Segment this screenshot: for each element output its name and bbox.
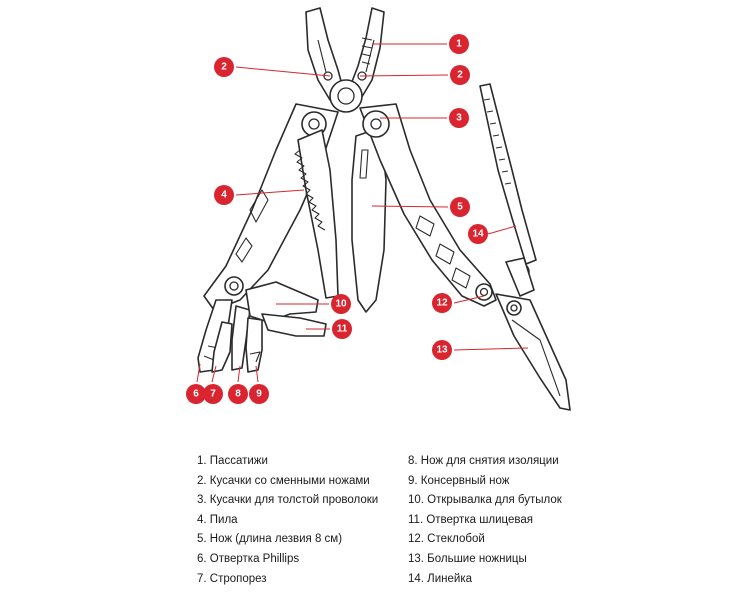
legend-item: 8. Нож для снятия изоляции xyxy=(408,455,559,467)
svg-text:11: 11 xyxy=(337,324,348,335)
legend-item: 5. Нож (длина лезвия 8 см) xyxy=(197,533,343,546)
svg-text:8: 8 xyxy=(235,389,241,400)
svg-text:13: 13 xyxy=(436,345,448,356)
callout-2b: 2 xyxy=(450,65,470,85)
callout-3: 3 xyxy=(449,108,469,128)
callout-12: 12 xyxy=(432,293,452,313)
multitool-illustration xyxy=(197,7,571,411)
legend-item: 12. Стеклобой xyxy=(408,533,485,546)
leader-lines xyxy=(196,43,529,383)
legend-column-right: 8. Нож для снятия изоляции 9. Консервный… xyxy=(408,452,562,589)
bottle-opener xyxy=(245,281,319,323)
callout-13: 13 xyxy=(432,340,452,360)
legend-item: 10. Открывалка для бутылок xyxy=(408,494,562,507)
svg-text:7: 7 xyxy=(210,389,216,400)
svg-text:5: 5 xyxy=(457,202,463,213)
callout-4: 4 xyxy=(214,185,234,205)
svg-text:10: 10 xyxy=(335,299,347,310)
strap-cutter xyxy=(211,321,233,373)
svg-text:12: 12 xyxy=(436,298,448,309)
right-handle xyxy=(359,103,497,307)
scissors-upper-arm xyxy=(505,257,535,297)
scissors xyxy=(495,293,571,411)
callout-1: 1 xyxy=(449,34,469,54)
svg-text:9: 9 xyxy=(256,389,262,400)
callout-5: 5 xyxy=(450,197,470,217)
svg-text:2: 2 xyxy=(221,62,227,73)
callout-11: 11 xyxy=(332,319,352,339)
svg-text:14: 14 xyxy=(472,229,484,240)
callout-8: 8 xyxy=(228,384,248,404)
legend-item: 2. Кусачки со сменными ножами xyxy=(197,474,370,487)
svg-text:6: 6 xyxy=(193,389,199,400)
callout-14: 14 xyxy=(468,224,488,244)
legend-item: 1. Пассатижи xyxy=(197,455,268,467)
svg-text:1: 1 xyxy=(456,39,462,50)
legend-item: 9. Консервный нож xyxy=(408,474,510,487)
legend-item: 4. Пила xyxy=(197,513,238,526)
phillips-driver xyxy=(197,299,233,373)
callout-9: 9 xyxy=(249,384,269,404)
legend-item: 13. Большие ножницы xyxy=(408,552,527,565)
callout-2a: 2 xyxy=(214,57,234,77)
legend-item: 11. Отвертка шлицевая xyxy=(408,513,534,526)
svg-text:4: 4 xyxy=(221,190,227,201)
callout-10: 10 xyxy=(331,294,351,314)
ruler-arm xyxy=(479,83,537,265)
multitool-diagram: 1 2 2 3 4 5 6 7 8 9 10 11 xyxy=(186,7,571,411)
can-opener xyxy=(245,317,263,373)
legend-item: 14. Линейка xyxy=(408,572,473,585)
legend-item: 6. Отвертка Phillips xyxy=(197,552,300,565)
svg-text:3: 3 xyxy=(456,113,462,124)
flat-screwdriver xyxy=(261,313,327,337)
legend-item: 3. Кусачки для толстой проволоки xyxy=(197,494,379,507)
svg-text:2: 2 xyxy=(457,70,463,81)
callout-6: 6 xyxy=(186,384,206,404)
callout-7: 7 xyxy=(203,384,223,404)
legend-item: 7. Стропорез xyxy=(197,572,267,585)
legend-column-left: 1. Пассатижи 2. Кусачки со сменными ножа… xyxy=(197,452,378,589)
